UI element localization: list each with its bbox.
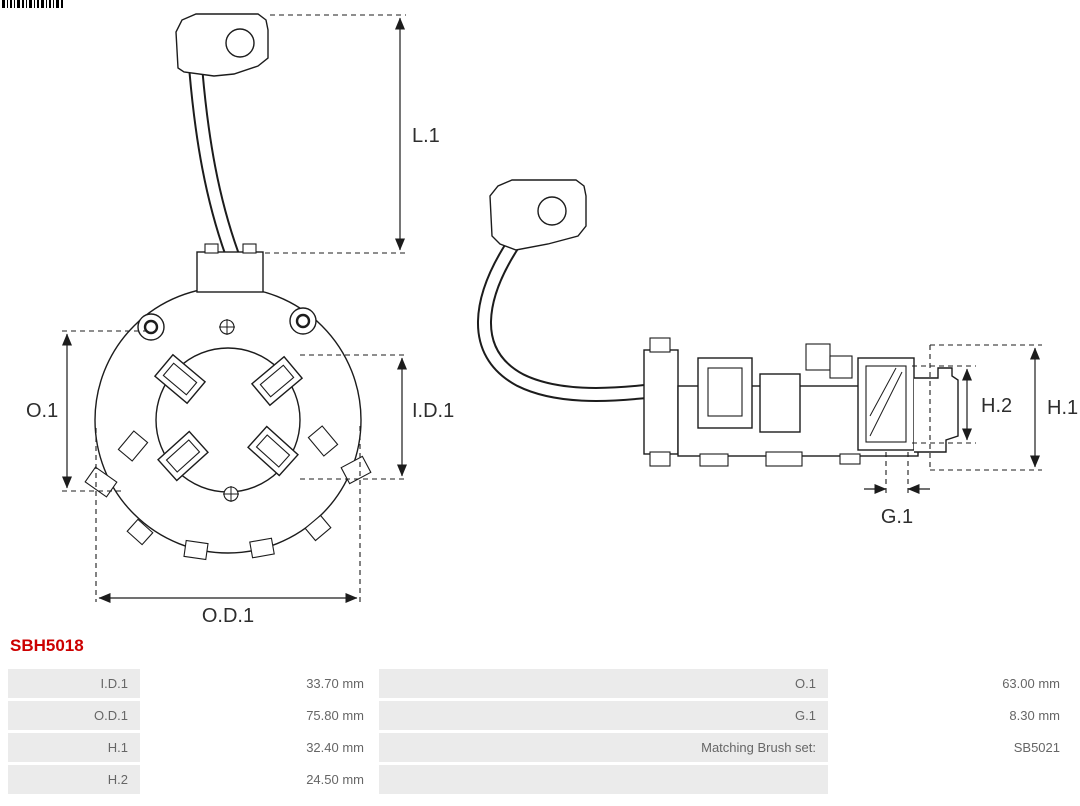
part-number: SBH5018 [10, 636, 84, 655]
technical-diagram: L.1 O.1 I.D.1 O.D.1 [2, 0, 1078, 627]
dimension-od1: O.D.1 [95, 426, 361, 627]
dim-label-g1: G.1 [881, 506, 913, 528]
spec-value: 8.30 mm [831, 701, 1072, 730]
dim-label-o1: O.1 [26, 400, 58, 422]
spec-label: O.1 [379, 669, 828, 698]
dimension-h2: H.2 [912, 365, 1012, 444]
spec-label-matching-brush-set: Matching Brush set: [379, 733, 828, 762]
brush-holder-front-view [84, 13, 372, 561]
dim-label-l1: L.1 [412, 125, 440, 147]
dimension-g1: G.1 [864, 452, 930, 528]
spec-value: 24.50 mm [143, 765, 376, 794]
barcode-icon [2, 0, 63, 8]
dimension-o1: O.1 [26, 330, 150, 492]
spec-value-empty [831, 765, 1072, 794]
dim-label-od1: O.D.1 [202, 605, 254, 627]
spec-value-matching-brush-set: SB5021 [831, 733, 1072, 762]
spec-value: 75.80 mm [143, 701, 376, 730]
dim-label-h1: H.1 [1047, 397, 1078, 419]
brush-holder-side-view [477, 179, 959, 467]
spec-value: 32.40 mm [143, 733, 376, 762]
dim-label-h2: H.2 [981, 395, 1012, 417]
spec-label-empty [379, 765, 828, 794]
spec-label: O.D.1 [8, 701, 140, 730]
spec-table: I.D.1 33.70 mm O.1 63.00 mm O.D.1 75.80 … [8, 669, 1072, 794]
spec-label: H.2 [8, 765, 140, 794]
spec-value: 33.70 mm [143, 669, 376, 698]
dimension-h1: H.1 [929, 344, 1078, 471]
dimension-id1: I.D.1 [300, 354, 454, 480]
dim-label-id1: I.D.1 [412, 400, 454, 422]
spec-label: I.D.1 [8, 669, 140, 698]
dimension-l1: L.1 [265, 14, 440, 254]
spec-label: G.1 [379, 701, 828, 730]
spec-value: 63.00 mm [831, 669, 1072, 698]
spec-label: H.1 [8, 733, 140, 762]
